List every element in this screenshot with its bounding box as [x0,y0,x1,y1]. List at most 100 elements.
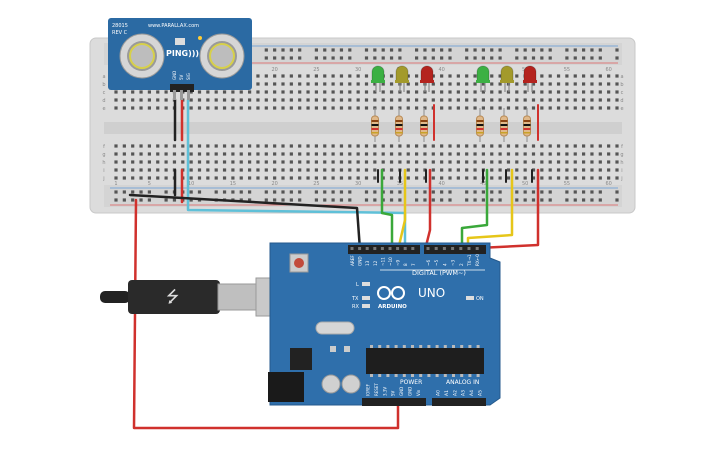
breadboard-hole[interactable] [607,144,611,148]
breadboard-hole[interactable] [431,90,435,94]
breadboard-hole[interactable] [114,144,118,148]
breadboard-hole[interactable] [406,98,410,102]
breadboard-hole[interactable] [615,90,619,94]
breadboard-hole[interactable] [256,74,260,78]
breadboard-hole[interactable] [306,152,310,156]
breadboard-hole[interactable] [356,106,360,110]
breadboard-hole[interactable] [607,160,611,164]
breadboard-hole[interactable] [298,98,302,102]
rail-hole[interactable] [248,190,252,194]
breadboard-hole[interactable] [431,152,435,156]
breadboard-hole[interactable] [298,152,302,156]
rail-hole[interactable] [172,198,177,202]
rail-hole[interactable] [189,190,193,194]
breadboard-hole[interactable] [122,144,126,148]
rail-hole[interactable] [490,198,494,202]
rail-hole[interactable] [289,190,293,194]
breadboard-hole[interactable] [364,144,369,148]
breadboard-hole[interactable] [540,90,544,94]
breadboard-hole[interactable] [264,98,268,102]
breadboard-hole[interactable] [239,106,243,110]
breadboard-hole[interactable] [248,168,252,172]
breadboard-hole[interactable] [314,168,318,172]
breadboard-hole[interactable] [281,106,285,110]
breadboard-hole[interactable] [515,82,519,86]
breadboard-hole[interactable] [473,168,477,172]
wire-green-led1[interactable] [380,168,394,252]
breadboard-hole[interactable] [381,160,385,164]
breadboard-hole[interactable] [122,106,126,110]
breadboard-hole[interactable] [615,176,619,180]
breadboard-hole[interactable] [381,106,385,110]
breadboard-hole[interactable] [122,90,126,94]
breadboard-hole[interactable] [348,74,352,78]
breadboard-hole[interactable] [248,176,252,180]
breadboard-hole[interactable] [298,90,302,94]
breadboard-hole[interactable] [389,82,394,86]
breadboard-hole[interactable] [598,176,602,180]
rail-hole[interactable] [598,56,602,60]
breadboard-hole[interactable] [573,168,577,172]
breadboard-hole[interactable] [582,98,586,102]
rail-hole[interactable] [573,198,577,202]
breadboard-hole[interactable] [389,176,394,180]
breadboard-hole[interactable] [415,82,419,86]
breadboard-hole[interactable] [490,168,494,172]
breadboard-hole[interactable] [231,168,235,172]
breadboard-hole[interactable] [373,82,377,86]
rail-hole[interactable] [373,190,377,194]
breadboard-hole[interactable] [231,98,235,102]
breadboard-hole[interactable] [356,90,360,94]
header-pin[interactable] [396,247,400,250]
breadboard-hole[interactable] [456,74,460,78]
breadboard-hole[interactable] [339,144,344,148]
rail-hole[interactable] [323,190,327,194]
breadboard-hole[interactable] [556,98,561,102]
breadboard-hole[interactable] [573,98,577,102]
header-pin[interactable] [434,247,438,250]
breadboard-hole[interactable] [348,160,352,164]
breadboard-hole[interactable] [406,168,410,172]
breadboard-hole[interactable] [122,152,126,156]
breadboard-hole[interactable] [281,144,285,148]
breadboard-hole[interactable] [415,98,419,102]
breadboard-hole[interactable] [314,82,318,86]
breadboard-hole[interactable] [506,160,511,164]
breadboard-hole[interactable] [298,176,302,180]
breadboard-hole[interactable] [131,160,135,164]
rail-hole[interactable] [540,56,544,60]
breadboard-hole[interactable] [573,106,577,110]
breadboard-hole[interactable] [306,74,310,78]
breadboard-hole[interactable] [381,98,385,102]
rail-hole[interactable] [548,190,552,194]
breadboard-hole[interactable] [222,152,227,156]
breadboard-hole[interactable] [440,74,444,78]
breadboard-hole[interactable] [331,98,335,102]
rail-hole[interactable] [214,190,218,194]
breadboard-hole[interactable] [448,176,452,180]
breadboard-hole[interactable] [498,90,502,94]
breadboard-hole[interactable] [331,106,335,110]
breadboard-hole[interactable] [256,160,260,164]
breadboard-hole[interactable] [348,168,352,172]
breadboard-hole[interactable] [540,74,544,78]
breadboard-hole[interactable] [615,82,619,86]
breadboard-hole[interactable] [398,160,402,164]
breadboard-hole[interactable] [298,160,302,164]
breadboard-hole[interactable] [364,90,369,94]
breadboard-hole[interactable] [573,90,577,94]
breadboard-hole[interactable] [356,144,360,148]
breadboard-hole[interactable] [348,176,352,180]
breadboard-hole[interactable] [565,74,569,78]
breadboard-hole[interactable] [156,152,160,156]
breadboard-hole[interactable] [264,160,268,164]
breadboard-hole[interactable] [498,74,502,78]
rail-hole[interactable] [498,48,502,52]
rail-hole[interactable] [531,48,536,52]
breadboard-hole[interactable] [139,90,143,94]
rail-hole[interactable] [289,56,293,60]
breadboard-hole[interactable] [339,160,344,164]
breadboard-hole[interactable] [264,168,268,172]
rail-hole[interactable] [415,198,419,202]
